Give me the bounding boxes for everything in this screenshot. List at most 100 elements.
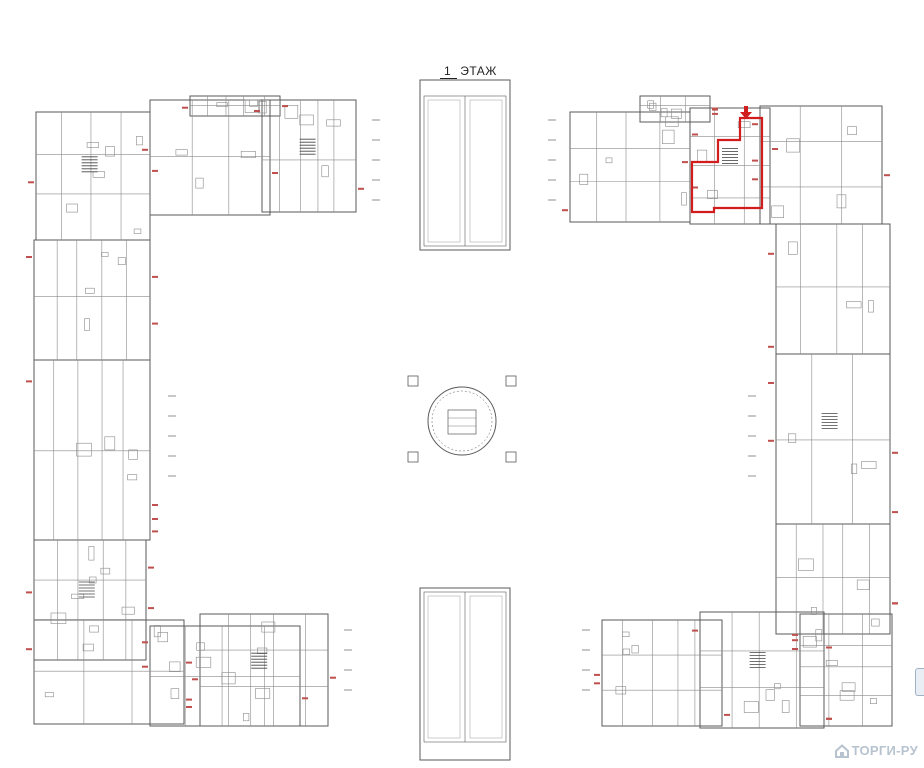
fixture — [153, 625, 161, 638]
fixture — [802, 636, 817, 648]
fixture — [737, 121, 751, 128]
facade-tag — [358, 187, 364, 190]
watermark: ТОРГИ-РУ — [834, 743, 918, 758]
fixture — [846, 301, 862, 309]
facade-tag — [752, 159, 758, 162]
facade-tag — [148, 566, 154, 569]
fixture — [847, 126, 857, 135]
facade-tag — [594, 673, 600, 676]
facade-tag — [142, 148, 148, 151]
fixture — [851, 463, 858, 474]
fixture — [50, 612, 67, 624]
facade-tag — [682, 161, 688, 164]
fixture — [649, 102, 657, 111]
facade-tag — [768, 252, 774, 255]
fixture — [836, 194, 847, 209]
fixture — [169, 661, 181, 672]
unit-tags — [26, 105, 898, 720]
highlighted-unit[interactable] — [690, 116, 764, 214]
facade-tag — [302, 697, 308, 700]
fixture — [811, 606, 817, 615]
fixture — [255, 687, 271, 699]
fixture — [258, 101, 267, 114]
facade-tag — [182, 106, 188, 109]
facade-tag — [142, 641, 148, 644]
fixture — [856, 579, 870, 590]
facade-tag — [792, 639, 798, 642]
fixture — [261, 621, 276, 633]
down-arrow-icon — [740, 106, 752, 119]
fixture — [71, 593, 85, 599]
facade-tag — [768, 345, 774, 348]
fixture — [170, 688, 180, 699]
wing-block — [569, 111, 691, 223]
fixture — [104, 436, 116, 451]
floor-number: 1 — [440, 64, 458, 79]
wing-block — [33, 619, 185, 725]
fixture — [175, 149, 188, 156]
fixture — [696, 149, 708, 163]
facade-tag — [28, 181, 34, 184]
parking-ramp-top — [419, 79, 511, 251]
fixture — [240, 151, 256, 159]
fixture — [86, 142, 99, 148]
fixture — [631, 645, 639, 654]
fixture — [121, 606, 135, 615]
fixture — [76, 442, 92, 457]
fixture — [82, 643, 94, 652]
facade-tag — [826, 646, 832, 649]
fixture — [861, 461, 877, 469]
fixture — [774, 683, 781, 690]
fixture — [133, 228, 142, 234]
wing-block — [775, 223, 891, 355]
facade-tag — [712, 108, 718, 111]
fixture — [815, 629, 823, 642]
fixture — [825, 660, 838, 666]
fixture — [127, 474, 138, 481]
side-panel-tab[interactable] — [915, 668, 924, 696]
wing-block — [33, 539, 147, 661]
facade-tag — [892, 602, 898, 605]
fixture — [771, 205, 785, 218]
floor-word: ЭТАЖ — [460, 64, 497, 78]
wing-block — [775, 523, 891, 635]
facade-tag — [772, 148, 778, 150]
facade-tag — [272, 172, 278, 174]
fixture — [101, 252, 109, 257]
wing-block — [689, 107, 771, 225]
fixture — [216, 102, 228, 107]
facade-tag — [330, 676, 336, 679]
fixture — [88, 546, 95, 561]
wing-block — [799, 613, 893, 727]
fixture — [136, 136, 143, 146]
facade-tag — [768, 382, 774, 384]
fixture — [92, 171, 105, 178]
fixture — [621, 631, 630, 637]
facade-tag — [792, 633, 798, 636]
facade-tag — [692, 133, 698, 136]
fixture — [765, 689, 775, 701]
building-wings — [33, 95, 893, 729]
facade-tag — [792, 648, 798, 650]
wing-block — [261, 99, 357, 213]
fixture — [299, 114, 314, 126]
fixture — [89, 576, 97, 584]
facade-tag — [152, 530, 158, 533]
facade-tag — [186, 661, 192, 664]
wing-block — [639, 95, 711, 123]
facade-tag — [254, 110, 260, 112]
fixture — [195, 656, 212, 668]
fixture — [660, 108, 668, 118]
facade-tag — [892, 511, 898, 514]
fixture — [647, 100, 654, 109]
facade-tag — [752, 123, 758, 126]
fixture — [256, 647, 268, 654]
room-details — [34, 96, 892, 728]
fixture — [284, 105, 299, 119]
wing-block — [699, 611, 825, 729]
fixture — [321, 165, 329, 178]
fixture — [128, 449, 138, 460]
fixture — [100, 567, 111, 575]
